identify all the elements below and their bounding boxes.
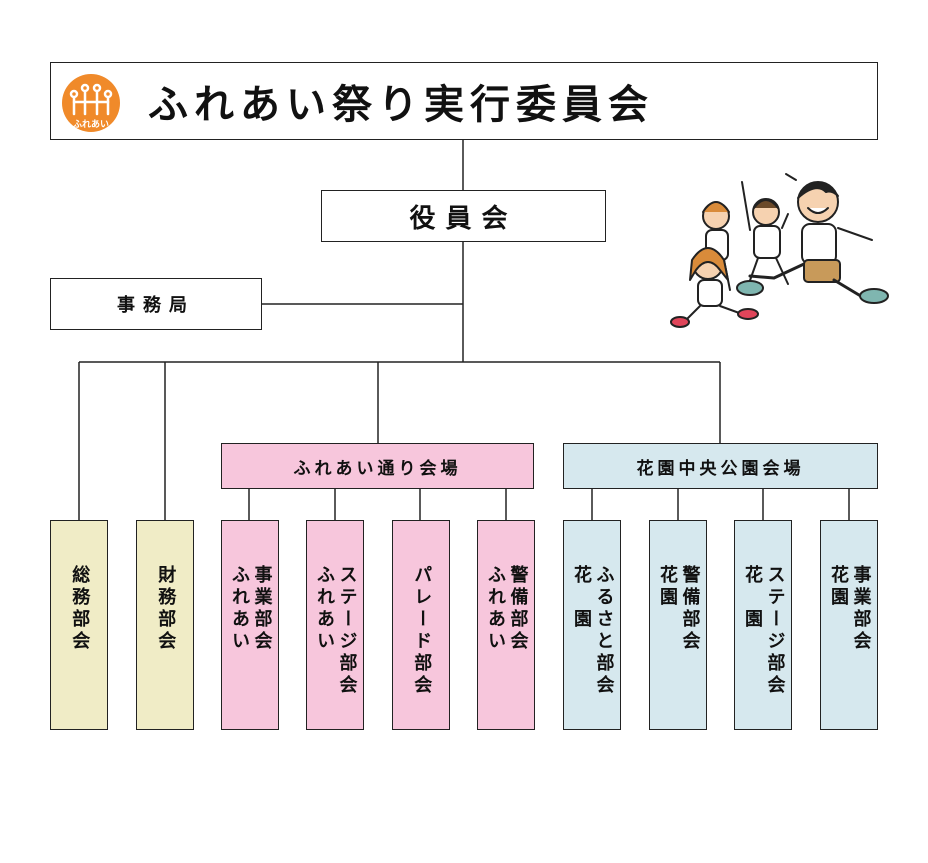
dept-general-affairs: 総務部会 <box>50 520 108 730</box>
dept-hanazono-business: 花園 事業部会 <box>820 520 878 730</box>
dept-finance: 財務部会 <box>136 520 194 730</box>
running-children-illustration <box>670 173 889 328</box>
dept-fureai-stage: ふれあい ステージ部会 <box>306 520 364 730</box>
dept-fureai-security: ふれあい 警備部会 <box>477 520 535 730</box>
dept-label: 花 園 <box>571 565 592 631</box>
dept-hanazono-furusato: 花 園 ふるさと部会 <box>563 520 621 730</box>
venue-fureai-street: ふれあい通り会場 <box>221 443 534 489</box>
dept-label-2: 警備部会 <box>507 565 529 653</box>
dept-label-2: 事業部会 <box>850 565 872 653</box>
dept-hanazono-stage: 花 園 ステージ部会 <box>734 520 792 730</box>
executive-board-box: 役員会 <box>321 190 606 242</box>
dept-label: 花園 <box>657 565 678 609</box>
dept-label-2: ステージ部会 <box>764 565 786 697</box>
dept-label-2: ステージ部会 <box>336 565 358 697</box>
dept-label: ふれあい <box>229 565 250 653</box>
fureai-logo-icon: ふれあい <box>62 74 120 132</box>
page-title: ふれあい祭り実行委員会 <box>148 82 654 128</box>
dept-label-2: ふるさと部会 <box>593 565 615 697</box>
logo-text: ふれあい <box>73 119 109 130</box>
title-box <box>50 62 878 140</box>
dept-fureai-business: ふれあい 事業部会 <box>221 520 279 730</box>
dept-hanazono-security: 花園 警備部会 <box>649 520 707 730</box>
secretariat-box: 事務局 <box>50 278 262 330</box>
dept-label: 総務部会 <box>69 565 91 653</box>
dept-label-2: 事業部会 <box>251 565 273 653</box>
dept-parade: パレード部会 <box>392 520 450 730</box>
dept-label: パレード部会 <box>411 565 433 697</box>
venue-hanazono-park: 花園中央公園会場 <box>563 443 878 489</box>
dept-label: 財務部会 <box>155 565 177 653</box>
dept-label: 花園 <box>828 565 849 609</box>
dept-label: 花 園 <box>742 565 763 631</box>
dept-label: ふれあい <box>485 565 506 653</box>
dept-label: ふれあい <box>314 565 335 653</box>
dept-label-2: 警備部会 <box>679 565 701 653</box>
